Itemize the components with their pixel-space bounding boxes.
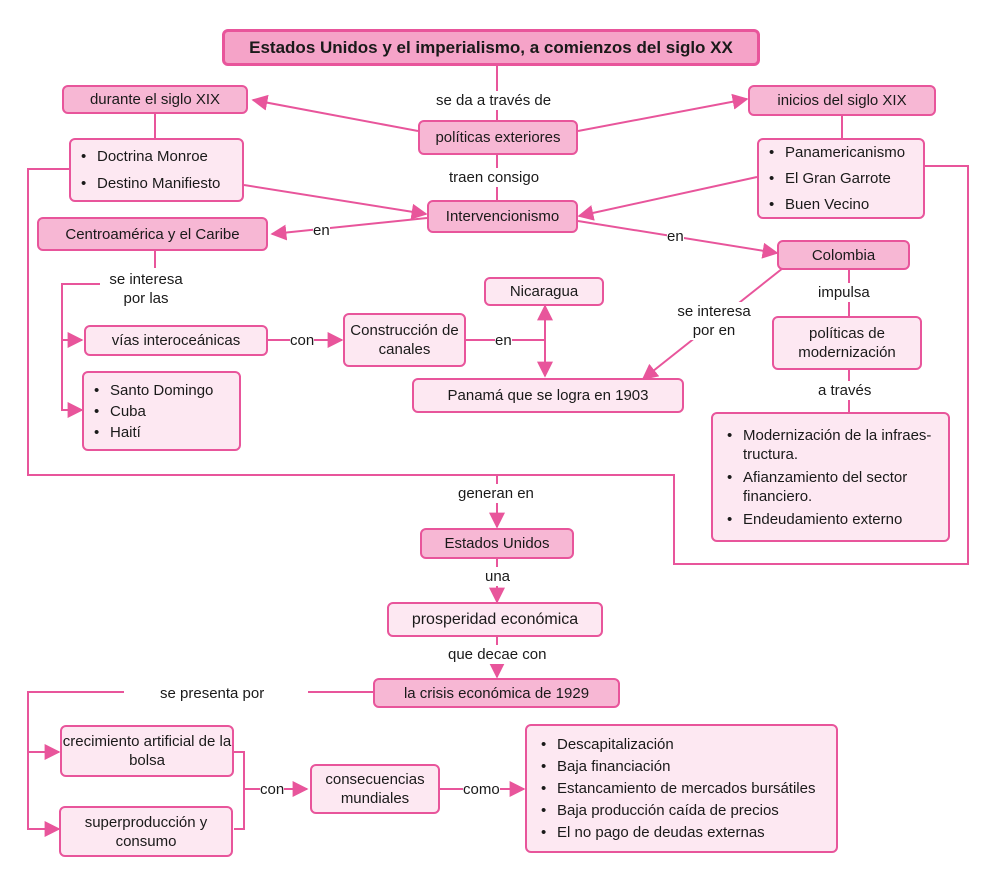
list-item: Endeudamiento externo	[727, 510, 938, 529]
label-con-2: con	[260, 780, 285, 799]
list-item: Baja producción caída de precios	[541, 801, 815, 820]
node-panama: Panamá que se logra en 1903	[412, 378, 684, 413]
node-politicas-modernizacion: políticas de modernización	[772, 316, 922, 370]
list-item: El no pago de deudas externas	[541, 823, 815, 842]
node-politicas-exteriores: políticas exteriores	[418, 120, 578, 155]
list-item: Descapitalización	[541, 735, 815, 754]
node-prosperidad: prosperidad económica	[387, 602, 603, 637]
node-superproduccion: superproducción y consumo	[59, 806, 233, 857]
node-construccion-canales: Construcción de canales	[343, 313, 466, 367]
label-impulsa: impulsa	[818, 283, 870, 302]
label-se-interesa-right: se interesa por en	[666, 302, 762, 340]
node-intervencionismo: Intervencionismo	[427, 200, 578, 233]
node-estados-unidos: Estados Unidos	[420, 528, 574, 559]
node-durante-siglo-xix: durante el siglo XIX	[62, 85, 248, 114]
label-en-canales: en	[495, 331, 512, 350]
list-item: Cuba	[94, 402, 213, 421]
label-que-decae: que decae con	[448, 645, 547, 664]
list-item: Baja financiación	[541, 757, 815, 776]
node-inicios-siglo-xix: inicios del siglo XIX	[748, 85, 936, 116]
label-se-interesa-left: se interesa por las	[100, 270, 192, 308]
label-se-da: se da a través de	[436, 91, 552, 110]
list-item: Santo Domingo	[94, 381, 213, 400]
label-generan: generan en	[458, 484, 534, 503]
label-como: como	[463, 780, 500, 799]
list-item: Modernización de la infraes-tructura.	[727, 426, 938, 464]
list-item: Afianzamiento del sector financiero.	[727, 468, 938, 506]
list-item: Haití	[94, 423, 213, 442]
node-crisis-1929: la crisis económica de 1929	[373, 678, 620, 708]
list-item: Destino Manifiesto	[81, 174, 220, 193]
node-colombia: Colombia	[777, 240, 910, 270]
node-nicaragua: Nicaragua	[484, 277, 604, 306]
list-paises: Santo Domingo Cuba Haití	[82, 371, 241, 451]
node-consecuencias-mundiales: consecuencias mundiales	[310, 764, 440, 814]
label-con-1: con	[290, 331, 315, 350]
list-item: Estancamiento de mercados bursátiles	[541, 779, 815, 798]
node-crecimiento-bolsa: crecimiento artificial de la bolsa	[60, 725, 234, 777]
label-a-traves: a través	[818, 381, 872, 400]
label-se-presenta: se presenta por	[160, 684, 265, 703]
node-centroamerica: Centroamérica y el Caribe	[37, 217, 268, 251]
label-en-right: en	[667, 227, 684, 246]
label-traen: traen consigo	[449, 168, 540, 187]
list-modernizacion: Modernización de la infraes-tructura. Af…	[711, 412, 950, 542]
list-item: El Gran Garrote	[769, 169, 905, 188]
list-siglo-xix: Doctrina Monroe Destino Manifiesto	[69, 138, 244, 202]
list-consecuencias: Descapitalización Baja financiación Esta…	[525, 724, 838, 853]
list-item: Panamericanismo	[769, 143, 905, 162]
diagram-title: Estados Unidos y el imperialismo, a comi…	[222, 29, 760, 66]
list-item: Buen Vecino	[769, 195, 905, 214]
node-vias-interoceanicas: vías interoceánicas	[84, 325, 268, 356]
list-inicios-xx: Panamericanismo El Gran Garrote Buen Vec…	[757, 138, 925, 219]
label-una: una	[485, 567, 511, 586]
label-en-left: en	[313, 221, 330, 240]
list-item: Doctrina Monroe	[81, 147, 220, 166]
